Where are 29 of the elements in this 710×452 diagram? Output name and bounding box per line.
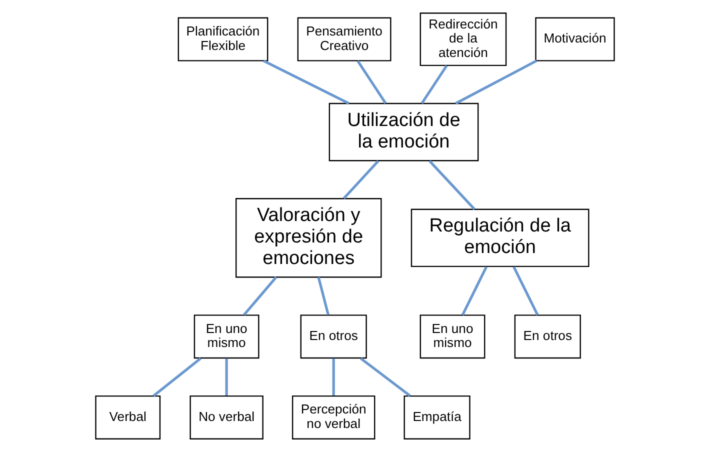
connector	[360, 357, 411, 397]
node-box: En otros	[300, 314, 367, 359]
node-box: Utilización de la emoción	[328, 102, 479, 162]
node-box: En uno mismo	[194, 314, 260, 359]
node-box: Regulación de la emoción	[410, 208, 590, 268]
connector	[243, 276, 278, 316]
node-box: Motivación	[535, 17, 615, 62]
connector	[332, 358, 335, 396]
connector	[428, 160, 476, 210]
connector	[455, 60, 538, 105]
connector	[356, 60, 387, 104]
connector	[461, 266, 488, 316]
node-box: Verbal	[95, 395, 161, 440]
node-box: Planificación Flexible	[178, 17, 268, 62]
connector	[225, 358, 228, 396]
node-box: En uno mismo	[420, 314, 486, 359]
connector	[317, 276, 330, 316]
connector	[512, 266, 539, 316]
node-box: Valoración y expresión de emociones	[235, 198, 382, 278]
node-box: Pensamiento Creativo	[297, 17, 392, 62]
node-box: No verbal	[190, 395, 264, 440]
node-box: En otros	[514, 314, 581, 359]
connector	[342, 160, 380, 200]
connector	[262, 60, 350, 105]
node-box: Empatía	[404, 395, 470, 440]
node-box: Percepción no verbal	[292, 395, 376, 440]
connector	[420, 64, 448, 104]
connector	[152, 357, 202, 397]
node-box: Redirección de la atención	[420, 12, 507, 66]
